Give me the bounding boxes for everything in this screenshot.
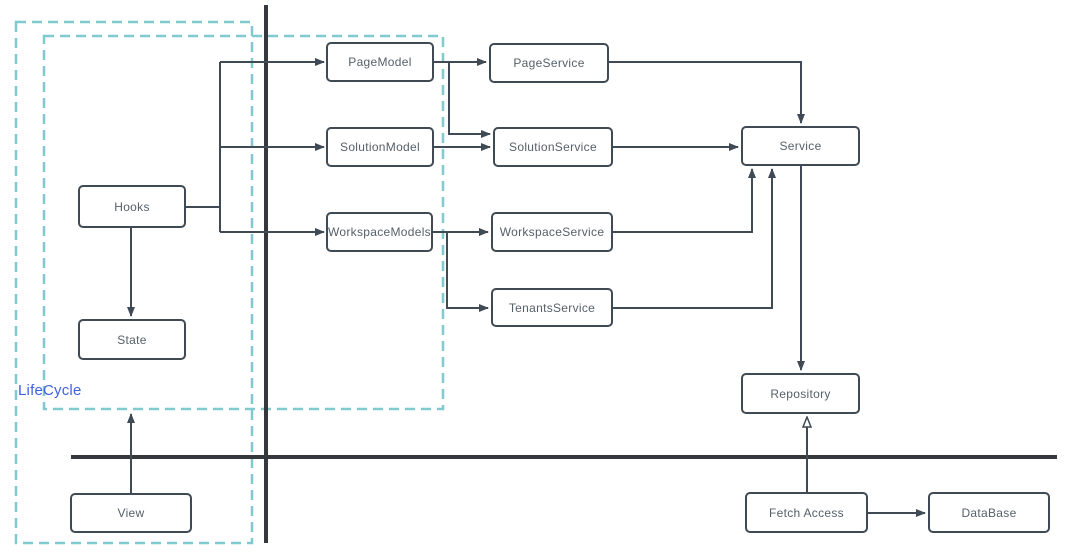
node-database-label: DataBase <box>961 505 1017 520</box>
node-page-service: PageService <box>489 43 609 83</box>
node-tenants-service-label: TenantsService <box>508 300 596 315</box>
node-view: View <box>70 493 192 533</box>
node-state-label: State <box>117 332 147 347</box>
node-workspace-service: WorkspaceService <box>491 212 613 252</box>
node-service-label: Service <box>779 139 822 153</box>
node-page-service-label: PageService <box>513 56 585 70</box>
node-hooks: Hooks <box>78 185 186 228</box>
node-fetch-access-label: Fetch Access <box>769 505 844 520</box>
node-tenants-service: TenantsService <box>491 288 613 327</box>
node-solution-model-label: SolutionModel <box>340 140 420 154</box>
node-solution-service-label: SolutionService <box>509 140 597 154</box>
node-service: Service <box>741 126 860 166</box>
node-solution-model: SolutionModel <box>326 127 434 167</box>
node-solution-service: SolutionService <box>493 127 613 167</box>
node-workspace-models-label: WorkspaceModels <box>328 225 431 239</box>
edge-page-service-to-service <box>609 61 805 124</box>
lifecycle-label: LifeCycle <box>18 382 82 399</box>
node-page-model: PageModel <box>326 42 434 82</box>
node-hooks-label: Hooks <box>114 199 150 214</box>
edge-workspace-models-to-tenants-service <box>446 232 489 312</box>
node-database: DataBase <box>928 492 1050 533</box>
node-workspace-service-label: WorkspaceService <box>499 225 605 239</box>
node-workspace-models: WorkspaceModels <box>326 212 433 252</box>
node-repository: Repository <box>741 373 860 414</box>
edge-page-model-to-solution-service <box>448 62 491 138</box>
node-state: State <box>78 319 186 360</box>
lifecycle-inner-boundary <box>42 34 445 411</box>
node-repository-label: Repository <box>770 386 831 401</box>
edge-tenants-service-to-service <box>613 168 776 309</box>
node-fetch-access: Fetch Access <box>745 492 868 533</box>
node-page-model-label: PageModel <box>348 55 412 69</box>
node-view-label: View <box>117 506 145 520</box>
edge-workspace-service-to-service <box>613 168 756 233</box>
lifecycle-outer-boundary <box>14 20 254 545</box>
